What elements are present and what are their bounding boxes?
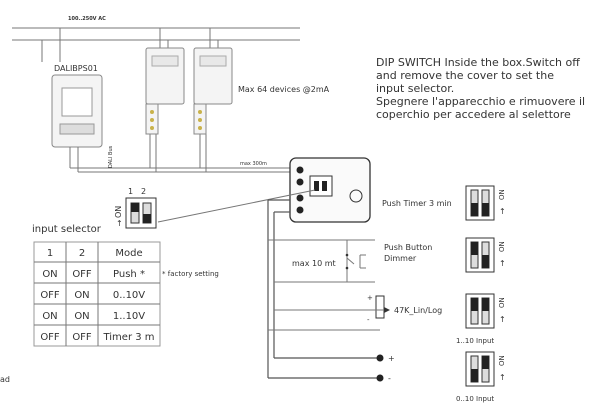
table-cell: OFF (40, 332, 60, 343)
max-devices-label: Max 64 devices @2mA (238, 85, 330, 94)
table-cell: ON (42, 311, 57, 322)
table-header-2: 2 (79, 248, 85, 259)
dip-on-label: ON (498, 355, 506, 366)
input-selector-dip: 1 2 ON ↑ (114, 187, 157, 229)
input-0-10-label: 0..10 Input (456, 395, 494, 403)
on-arrow-icon: ↑ (499, 315, 506, 324)
corner-text: ad (0, 375, 10, 384)
table-cell: ON (42, 269, 57, 280)
plus-terminal-label: + (388, 354, 395, 363)
table-header-1: 1 (47, 248, 53, 259)
table-cell: OFF (40, 290, 60, 301)
table-header-mode: Mode (115, 248, 142, 259)
dip-1-10-input: ON ↑ (465, 293, 506, 329)
table-cell: Timer 3 m (102, 332, 154, 343)
on-arrow-icon: ↑ (499, 259, 506, 268)
dali-bus-label: DALI Bus (108, 145, 114, 168)
table-cell: OFF (72, 269, 92, 280)
table-cell: Push * (113, 269, 145, 280)
voltage-terminals: + - (376, 354, 395, 383)
input-selector-label: input selector (32, 224, 102, 235)
table-cell: 1..10V (113, 311, 145, 322)
dip-push-timer: ON ↑ (465, 185, 506, 221)
potentiometer-symbol: + - (367, 294, 390, 324)
note-it-line-1: Spegnere l'apparecchio e rimuovere il (376, 95, 585, 108)
pot-plus-label: + (367, 294, 373, 302)
dip-number-2: 2 (141, 187, 146, 196)
dip-on-label: ON (498, 241, 506, 252)
note-en-line-2: and remove the cover to set the (376, 69, 554, 82)
note-en-line-1: DIP SWITCH Inside the box.Switch off (376, 56, 580, 69)
table-cell: OFF (72, 332, 92, 343)
dip-on-arrow: ↑ (116, 219, 123, 228)
max-distance-label: max 300m (240, 161, 267, 167)
input-1-10-label: 1..10 Input (456, 337, 494, 345)
table-cell: ON (74, 290, 89, 301)
dip-number-1: 1 (128, 187, 133, 196)
minus-terminal-label: - (388, 374, 391, 383)
led-driver-1 (145, 47, 185, 135)
dip-0-10-input: ON ↑ (465, 351, 506, 387)
max-10mt-label: max 10 mt (292, 259, 336, 268)
on-arrow-icon: ↑ (499, 373, 506, 382)
note-en-line-3: input selector. (376, 82, 454, 95)
table-cell: ON (74, 311, 89, 322)
dali-bus-lines (69, 130, 290, 173)
dali-controller-module (289, 157, 371, 223)
led-driver-2 (193, 47, 233, 135)
note-it-line-2: coperchio per accedere al selettore (376, 108, 571, 121)
push-button-label-line-1: Push Button (384, 243, 432, 252)
table-cell: 0..10V (113, 290, 145, 301)
dip-on-label: ON (114, 206, 123, 218)
pot-label: 47K_Lin/Log (394, 306, 442, 315)
mode-table: 1 2 Mode ON OFF Push * OFF ON 0..10V ON … (33, 241, 161, 347)
push-button-symbol (345, 253, 366, 270)
pot-minus-label: - (367, 316, 370, 324)
push-timer-label: Push Timer 3 min (382, 199, 452, 208)
dip-on-label: ON (498, 189, 506, 200)
push-button-label-line-2: Dimmer (384, 254, 417, 263)
input-wiring (267, 199, 380, 379)
callout-line (157, 189, 316, 223)
on-arrow-icon: ↑ (499, 207, 506, 216)
supply-label: 100..250V AC (68, 16, 106, 22)
dip-on-label: ON (498, 297, 506, 308)
psu-label: DALIBPS01 (54, 64, 98, 73)
dip-push-button: ON ↑ (465, 237, 506, 273)
factory-note: * factory setting (162, 270, 219, 278)
mains-lines (12, 27, 300, 62)
dali-psu (51, 74, 103, 148)
note-block: DIP SWITCH Inside the box.Switch off and… (376, 56, 585, 121)
